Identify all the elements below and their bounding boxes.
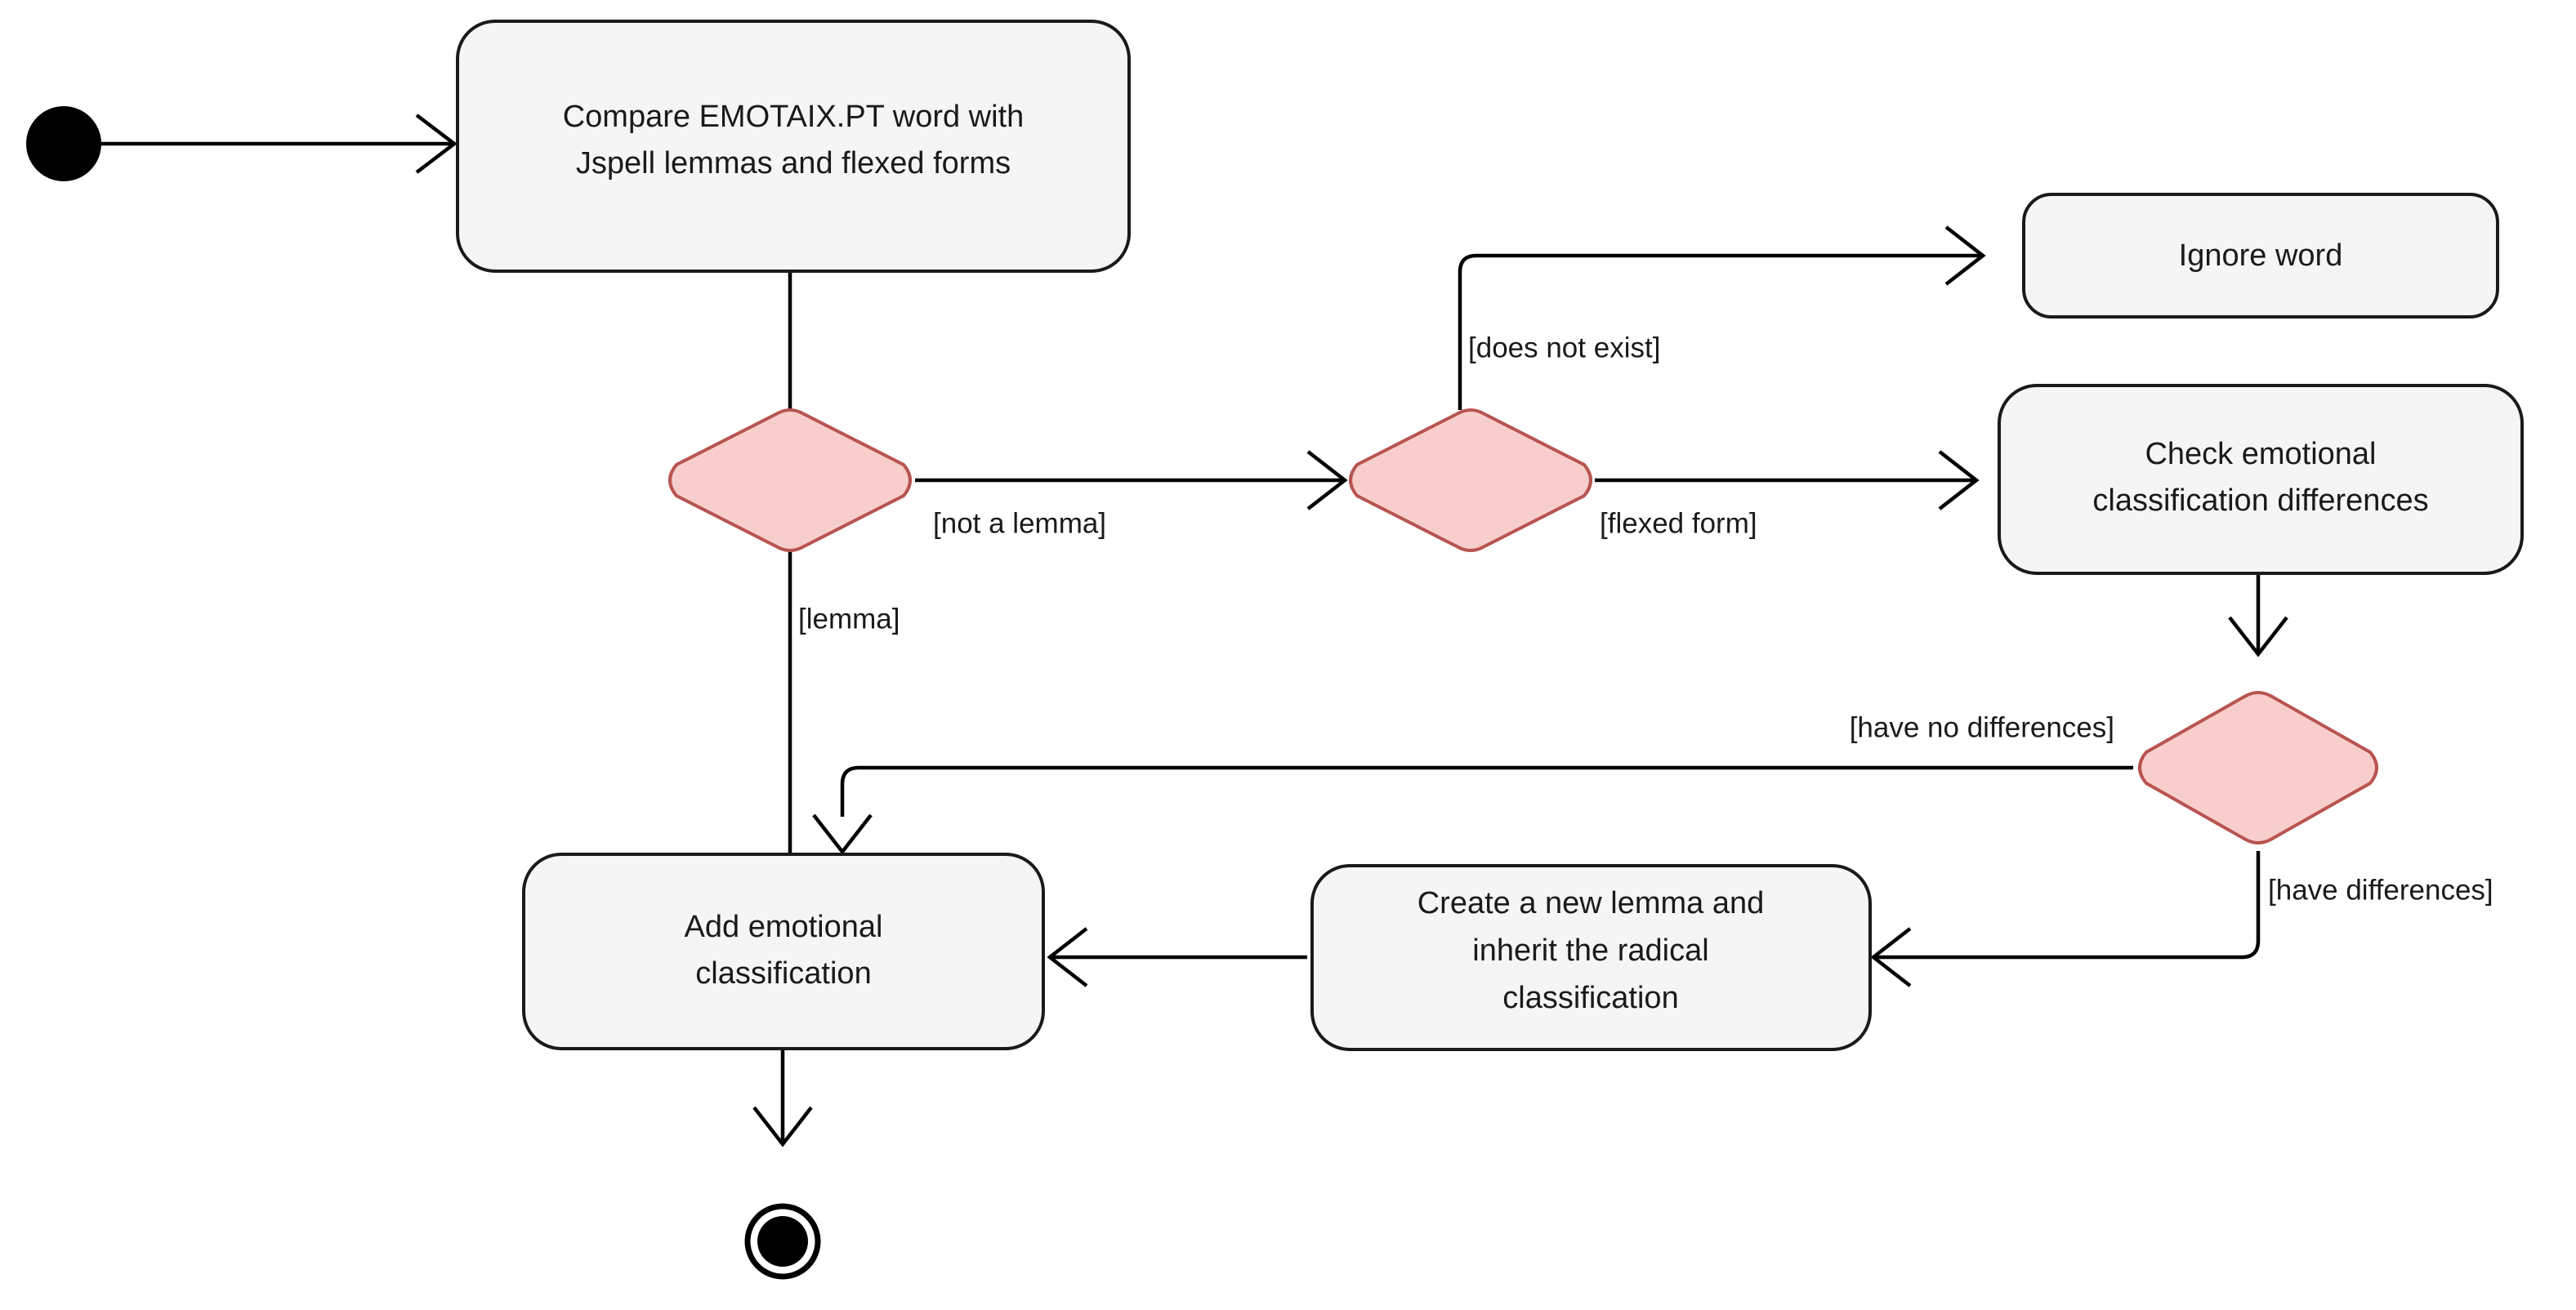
decision-node-lemma[interactable] bbox=[668, 408, 912, 552]
guard-label-not-a-lemma: [not a lemma] bbox=[933, 507, 1106, 539]
edge-have-no-differences: [have no differences] bbox=[812, 711, 2133, 855]
guard-label-flexed-form: [flexed form] bbox=[1600, 507, 1757, 539]
guard-label-have-differences: [have differences] bbox=[2268, 874, 2493, 906]
edge-not-a-lemma: [not a lemma] bbox=[915, 450, 1348, 539]
edge-add-to-end bbox=[752, 1048, 813, 1147]
action-node-create-lemma[interactable]: Create a new lemma and inherit the radic… bbox=[1310, 864, 1872, 1051]
guard-label-lemma: [lemma] bbox=[798, 603, 900, 635]
guard-label-does-not-exist: [does not exist] bbox=[1468, 332, 1660, 363]
action-label-create-lemma-line1: Create a new lemma and bbox=[1417, 886, 1765, 920]
action-label-check-differences-line1: Check emotional bbox=[2145, 437, 2376, 471]
edge-does-not-exist: [does not exist] bbox=[1458, 225, 1986, 410]
decision-node-differences[interactable] bbox=[2138, 691, 2378, 844]
action-label-add-classification-line2: classification bbox=[695, 956, 871, 991]
edge-check-to-decision bbox=[2228, 574, 2288, 657]
guard-label-have-no-differences: [have no differences] bbox=[1850, 711, 2114, 743]
edge-create-to-add bbox=[1047, 927, 1307, 987]
action-node-ignore-word[interactable]: Ignore word bbox=[2022, 193, 2499, 319]
action-label-compare-line1: Compare EMOTAIX.PT word with bbox=[563, 100, 1025, 134]
initial-node bbox=[26, 106, 101, 181]
edge-flexed-form: [flexed form] bbox=[1595, 450, 1980, 539]
action-label-compare-line2: Jspell lemmas and flexed forms bbox=[576, 146, 1011, 180]
action-label-check-differences-line2: classification differences bbox=[2092, 483, 2428, 518]
action-label-create-lemma-line2: inherit the radical bbox=[1472, 933, 1708, 968]
action-label-add-classification-line1: Add emotional bbox=[685, 910, 883, 944]
action-node-compare[interactable]: Compare EMOTAIX.PT word with Jspell lemm… bbox=[456, 20, 1131, 273]
edge-have-differences: [have differences] bbox=[1870, 851, 2493, 987]
final-node bbox=[744, 1203, 821, 1280]
action-node-check-differences[interactable]: Check emotional classification differenc… bbox=[1998, 384, 2524, 575]
edge-lemma: [lemma] bbox=[788, 550, 900, 855]
edge-start-to-compare bbox=[101, 114, 458, 174]
action-label-ignore-word: Ignore word bbox=[2179, 238, 2343, 273]
decision-node-exists[interactable] bbox=[1349, 408, 1592, 552]
action-label-create-lemma-line3: classification bbox=[1502, 981, 1678, 1015]
action-node-add-classification[interactable]: Add emotional classification bbox=[522, 853, 1045, 1050]
